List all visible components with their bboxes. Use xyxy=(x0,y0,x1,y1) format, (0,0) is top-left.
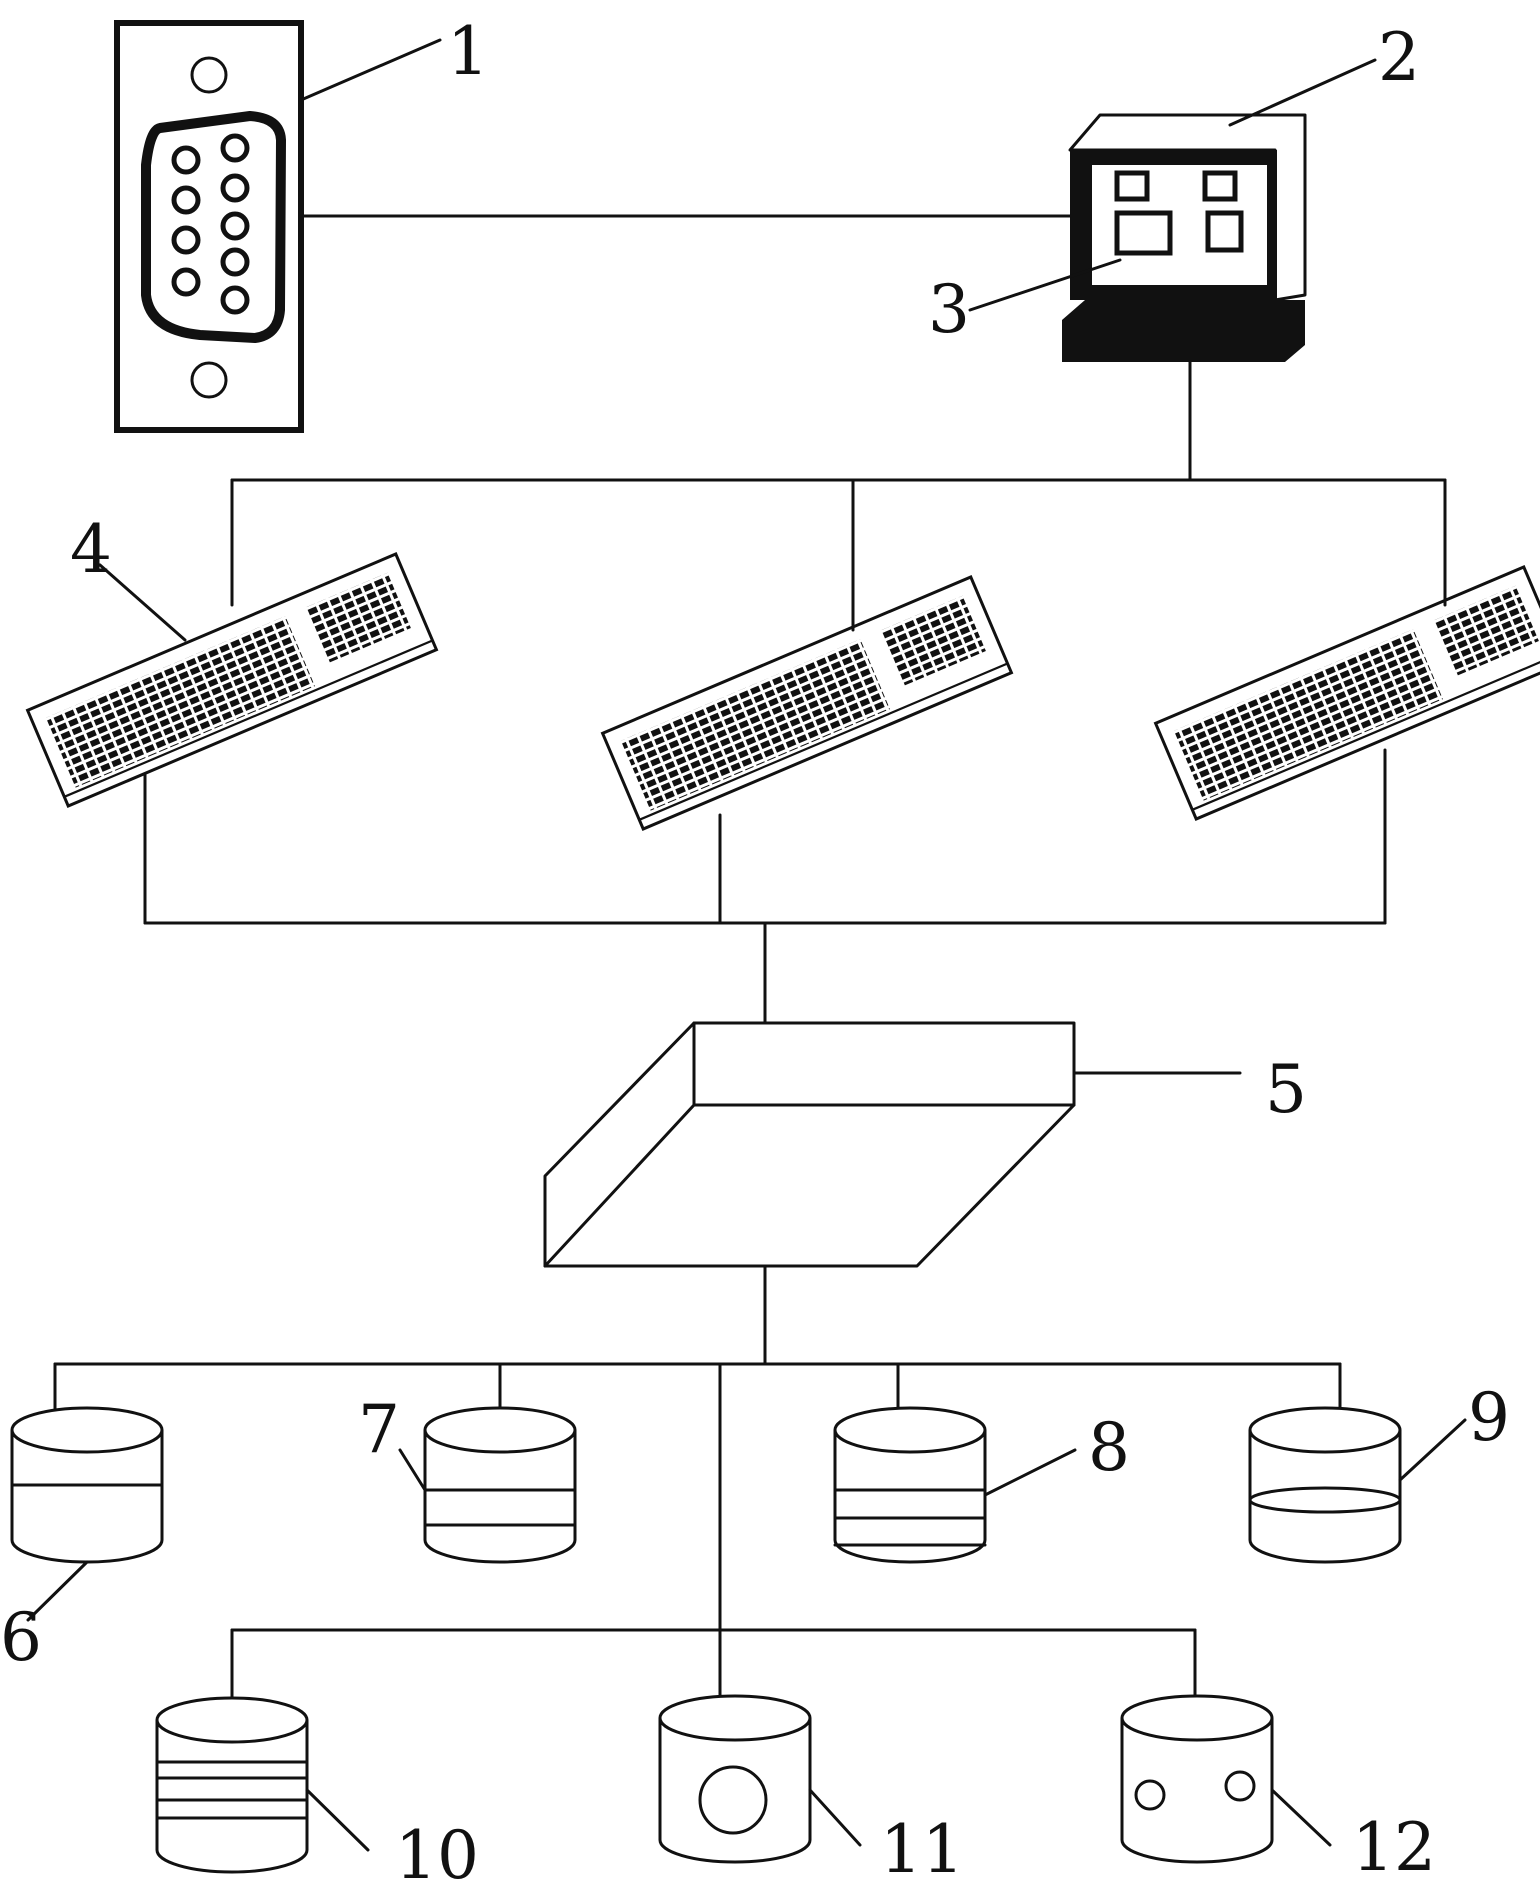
label-12: 12 xyxy=(1352,1809,1436,1886)
label-7: 7 xyxy=(358,1391,400,1468)
storage-cylinder-7 xyxy=(423,1406,577,1564)
label-2: 2 xyxy=(1378,19,1420,96)
desktop-computer xyxy=(1062,113,1307,362)
storage-cylinder-11 xyxy=(658,1694,812,1864)
storage-cylinder-6 xyxy=(10,1406,164,1564)
connector-pins xyxy=(171,133,250,315)
label-11: 11 xyxy=(880,1811,964,1887)
label-3: 3 xyxy=(928,271,970,348)
network-switch xyxy=(543,1021,1076,1268)
keyboard-left xyxy=(25,552,439,808)
storage-cylinder-8 xyxy=(833,1406,987,1564)
connection-lines xyxy=(53,214,1447,1742)
label-9: 9 xyxy=(1468,1379,1510,1456)
label-6: 6 xyxy=(0,1599,42,1676)
label-1: 1 xyxy=(447,13,489,90)
keyboard-right xyxy=(1153,565,1540,821)
leader-lines xyxy=(26,38,1467,1852)
keyboard-middle xyxy=(600,575,1014,831)
label-5: 5 xyxy=(1265,1051,1307,1128)
label-4: 4 xyxy=(70,511,112,588)
serial-connector xyxy=(114,20,304,433)
label-10: 10 xyxy=(395,1817,479,1887)
label-8: 8 xyxy=(1088,1409,1130,1486)
storage-cylinder-10 xyxy=(155,1696,309,1874)
storage-cylinder-12 xyxy=(1120,1694,1274,1864)
storage-cylinder-9 xyxy=(1248,1406,1402,1564)
